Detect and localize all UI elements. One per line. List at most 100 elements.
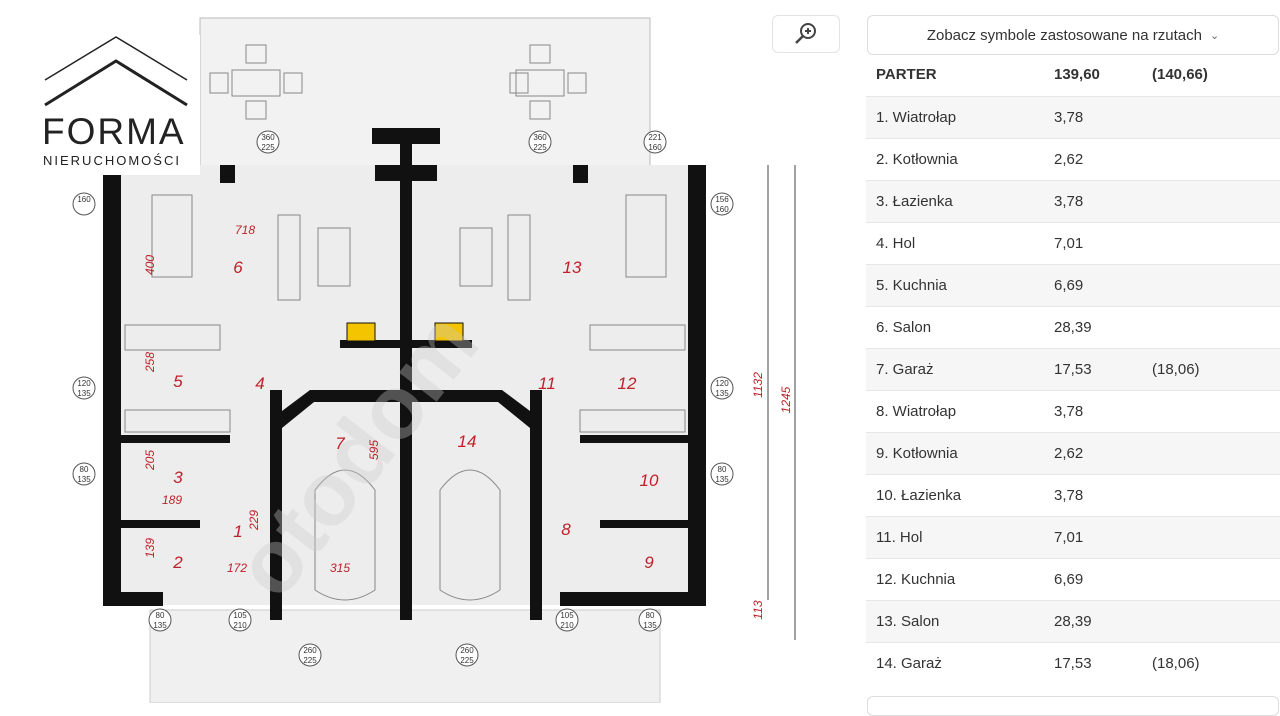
window-height-label: 135 <box>643 621 657 630</box>
room-area: 28,39 <box>1044 305 1142 348</box>
window-width-label: 120 <box>715 379 729 388</box>
room-area2 <box>1142 263 1280 306</box>
window-marker <box>72 462 96 486</box>
room-area2 <box>1142 95 1280 138</box>
room-name: 6. Salon <box>866 305 1044 348</box>
show-symbols-dropdown[interactable]: Zobacz symbole zastosowane na rzutach ⌄ <box>867 15 1279 55</box>
window-width-label: 360 <box>533 133 547 142</box>
room-area2 <box>1142 137 1280 180</box>
room-name: 11. Hol <box>866 515 1044 558</box>
room-area: 2,62 <box>1044 431 1142 474</box>
window-width-label: 120 <box>77 379 91 388</box>
room-name: 13. Salon <box>866 599 1044 642</box>
dimension-label: 258 <box>143 352 157 373</box>
room-number-label: 7 <box>335 434 345 453</box>
window-width-label: 80 <box>156 611 165 620</box>
next-floor-button[interactable] <box>867 696 1279 716</box>
window-width-label: 221 <box>648 133 662 142</box>
window-width-label: 360 <box>261 133 275 142</box>
window-height-label: 225 <box>460 656 474 665</box>
room-number-label: 12 <box>618 374 637 393</box>
window-height-label: 210 <box>233 621 247 630</box>
room-area: 3,78 <box>1044 473 1142 516</box>
room-number-label: 14 <box>458 432 477 451</box>
room-area: 7,01 <box>1044 221 1142 264</box>
room-name: 3. Łazienka <box>866 179 1044 222</box>
room-area: 3,78 <box>1044 179 1142 222</box>
window-height-label: 225 <box>533 143 547 152</box>
zoom-in-button[interactable] <box>772 15 840 53</box>
window-marker <box>528 130 552 154</box>
room-area2 <box>1142 221 1280 264</box>
room-area2: (18,06) <box>1142 347 1280 390</box>
window-marker <box>638 608 662 632</box>
room-area: 28,39 <box>1044 599 1142 642</box>
window-width-label: 260 <box>303 646 317 655</box>
room-name: 8. Wiatrołap <box>866 389 1044 432</box>
dimension-label: 1245 <box>779 386 793 413</box>
roof-icon <box>44 36 188 107</box>
window-marker <box>256 130 280 154</box>
dimension-label: 139 <box>143 538 157 558</box>
window-height-label: 135 <box>715 475 729 484</box>
room-number-label: 5 <box>173 372 183 391</box>
room-area2: (18,06) <box>1142 641 1280 684</box>
room-number-label: 13 <box>563 258 582 277</box>
window-width-label: 105 <box>233 611 247 620</box>
company-logo: FORMA NIERUCHOMOŚCI <box>40 35 200 175</box>
room-number-label: 2 <box>172 553 183 572</box>
window-marker <box>298 643 322 667</box>
window-marker <box>710 462 734 486</box>
floor-area-gross: (140,66) <box>1152 66 1208 84</box>
window-marker <box>455 643 479 667</box>
window-marker <box>555 608 579 632</box>
window-marker <box>72 376 96 400</box>
window-width-label: 260 <box>460 646 474 655</box>
room-name: 2. Kotłownia <box>866 137 1044 180</box>
floor-area: 139,60 <box>1054 66 1100 84</box>
room-name: 1. Wiatrołap <box>866 95 1044 138</box>
dimension-label: 229 <box>247 510 261 531</box>
room-name: 9. Kotłownia <box>866 431 1044 474</box>
chevron-down-icon: ⌄ <box>1209 29 1220 42</box>
room-area: 6,69 <box>1044 263 1142 306</box>
room-number-label: 6 <box>233 258 243 277</box>
room-area: 3,78 <box>1044 389 1142 432</box>
window-height-label: 225 <box>303 656 317 665</box>
window-marker <box>643 130 667 154</box>
dimension-label: 1132 <box>751 372 765 398</box>
window-height-label: 135 <box>153 621 167 630</box>
room-name: 4. Hol <box>866 221 1044 264</box>
window-marker <box>72 192 96 216</box>
logo-title: FORMA <box>42 111 186 152</box>
room-number-label: 4 <box>255 374 264 393</box>
room-area: 6,69 <box>1044 557 1142 600</box>
room-name: 14. Garaż <box>866 641 1044 684</box>
room-area2 <box>1142 305 1280 348</box>
room-number-label: 9 <box>644 553 654 572</box>
window-width-label: 80 <box>646 611 655 620</box>
window-marker <box>710 192 734 216</box>
room-area2 <box>1142 389 1280 432</box>
window-width-label: 105 <box>560 611 574 620</box>
room-area: 7,01 <box>1044 515 1142 558</box>
room-area2 <box>1142 431 1280 474</box>
room-area2 <box>1142 557 1280 600</box>
window-height-label: 225 <box>261 143 275 152</box>
window-height-label: 210 <box>560 621 574 630</box>
window-width-label: 160 <box>77 195 91 204</box>
room-area2 <box>1142 515 1280 558</box>
